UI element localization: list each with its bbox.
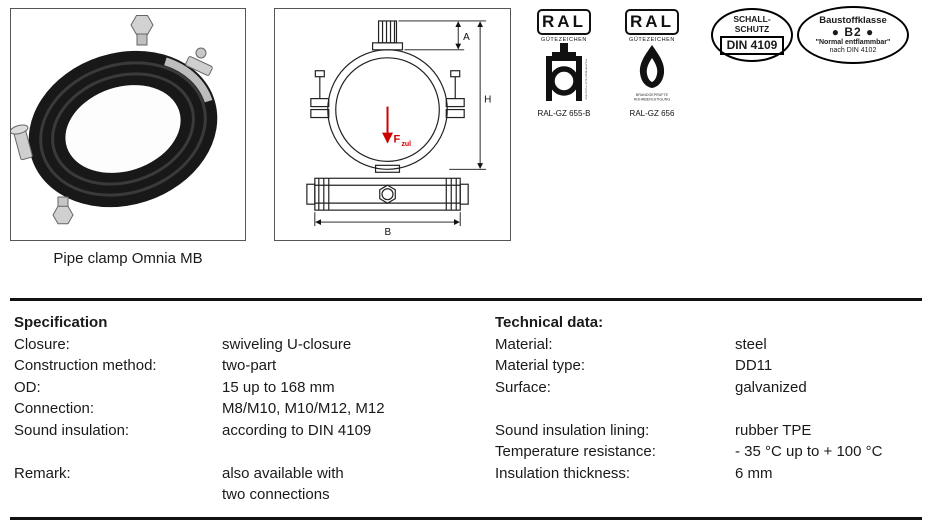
- tech-label: Sound insulation lining:: [495, 421, 650, 439]
- technical-drawing-frame: A H F zul B: [274, 8, 511, 241]
- dim-b-label: B: [385, 227, 392, 238]
- spec-label: Connection:: [14, 400, 95, 417]
- tech-label: Surface:: [495, 378, 551, 396]
- flame-icon: BRANDGEPRÜFTE ROHRBEFESTIGUNG: [634, 44, 671, 101]
- tech-value: 6 mm: [735, 464, 773, 482]
- technical-drawing: A H F zul B: [306, 20, 491, 238]
- product-photo-frame: [9, 8, 246, 241]
- tech-label: Material type:: [495, 357, 586, 374]
- spec-label: OD:: [14, 378, 41, 396]
- dim-a-label: A: [463, 32, 470, 43]
- spec-value: M8/M10, M10/M12, M12: [222, 400, 385, 417]
- spec-row-closure: Closure: swiveling U-closure: [14, 334, 486, 356]
- tech-value: DD11: [735, 357, 773, 374]
- spec-label: Closure:: [14, 335, 70, 353]
- din-number: DIN 4109: [719, 36, 785, 55]
- tech-row-insulation-thickness: Insulation thickness: 6 mm: [495, 463, 929, 485]
- tech-label: Material:: [495, 335, 553, 353]
- spec-label: Sound insulation:: [14, 421, 130, 439]
- baustoffklasse-line2: nach DIN 4102: [829, 47, 877, 54]
- ral-brand-text: RAL: [630, 12, 674, 31]
- ral-caption: RAL-GZ 656: [629, 108, 675, 118]
- force-sub-label: zul: [401, 141, 411, 148]
- tech-row-surface: Surface: galvanized: [495, 377, 929, 399]
- spec-row-connection: Connection: M8/M10, M10/M12, M12: [14, 398, 486, 420]
- din-badge-line2: SCHUTZ: [734, 23, 770, 34]
- spec-value: also available with two connections: [222, 464, 344, 504]
- spec-row-construction-method: Construction method: two-part: [14, 355, 486, 377]
- ral-subtitle: GÜTEZEICHEN: [540, 36, 588, 43]
- baustoffklasse-line1: "Normal entflammbar": [815, 38, 891, 46]
- divider-top: [10, 298, 922, 301]
- flame-emblem-text-2: ROHRBEFESTIGUNG: [634, 97, 671, 101]
- baustoffklasse-class: ● B2 ●: [831, 24, 875, 39]
- baustoffklasse-badge: Baustoffklasse ● B2 ● "Normal entflammba…: [797, 6, 909, 64]
- technical-data-section: Technical data: Material: steel Material…: [495, 312, 929, 484]
- spec-value: 15 up to 168 mm: [222, 378, 335, 396]
- ral-cert-brandgepruefte: RAL GÜTEZEICHEN BRANDGEPRÜFTE ROHRBEFEST…: [621, 9, 683, 118]
- spec-row-remark: Remark: also available with two connecti…: [14, 463, 486, 506]
- ral-cert-rohrbefestigung: RAL GÜTEZEICHEN ROHRBEFESTIGUNG RAL-GZ 6…: [533, 9, 595, 118]
- spec-row-sound-insulation: Sound insulation: according to DIN 4109: [14, 420, 486, 442]
- tech-value: - 35 °C up to + 100 °C: [735, 443, 883, 460]
- tech-value: galvanized: [735, 378, 807, 396]
- ral-caption: RAL-GZ 655-B: [537, 108, 591, 118]
- baustoffklasse-title: Baustoffklasse: [819, 14, 887, 26]
- specification-section: Specification Closure: swiveling U-closu…: [14, 312, 486, 506]
- spec-label: Construction method:: [14, 357, 157, 374]
- spec-value: two-part: [222, 357, 277, 374]
- ral-logo: RAL: [625, 9, 679, 35]
- tech-label: Temperature resistance:: [495, 443, 656, 460]
- tech-row-sound-insulation-lining: Sound insulation lining: rubber TPE: [495, 420, 929, 442]
- spec-label: Remark:: [14, 464, 71, 482]
- din-4109-badge: SCHALL- SCHUTZ DIN 4109: [711, 8, 793, 62]
- product-caption: Pipe clamp Omnia MB: [53, 250, 203, 267]
- tech-label: Insulation thickness:: [495, 464, 631, 482]
- product-photo: [9, 15, 218, 225]
- spec-spacer: [14, 441, 486, 463]
- force-label: F: [393, 133, 400, 145]
- ral-brand-text: RAL: [542, 12, 586, 31]
- specification-title: Specification: [14, 314, 108, 331]
- tech-value: steel: [735, 335, 767, 353]
- flame-emblem-text-1: BRANDGEPRÜFTE: [636, 93, 669, 97]
- din-badge-line1: SCHALL-: [733, 14, 771, 24]
- ral-subtitle: GÜTEZEICHEN: [628, 36, 676, 43]
- divider-bottom: [10, 517, 922, 520]
- spec-value: swiveling U-closure: [222, 335, 352, 353]
- technical-data-title: Technical data:: [495, 314, 604, 331]
- ral-side-text: ROHRBEFESTIGUNG: [585, 59, 588, 99]
- pipe-clamp-ring-icon: ROHRBEFESTIGUNG: [546, 42, 588, 101]
- tech-row-material: Material: steel: [495, 334, 929, 356]
- tech-spacer: [495, 398, 929, 420]
- ral-logo: RAL: [537, 9, 591, 35]
- spec-value: according to DIN 4109: [222, 421, 372, 439]
- tech-value: rubber TPE: [735, 421, 812, 439]
- spec-row-od: OD: 15 up to 168 mm: [14, 377, 486, 399]
- dim-h-label: H: [484, 95, 491, 106]
- tech-row-temperature-resistance: Temperature resistance: - 35 °C up to + …: [495, 441, 929, 463]
- tech-row-material-type: Material type: DD11: [495, 355, 929, 377]
